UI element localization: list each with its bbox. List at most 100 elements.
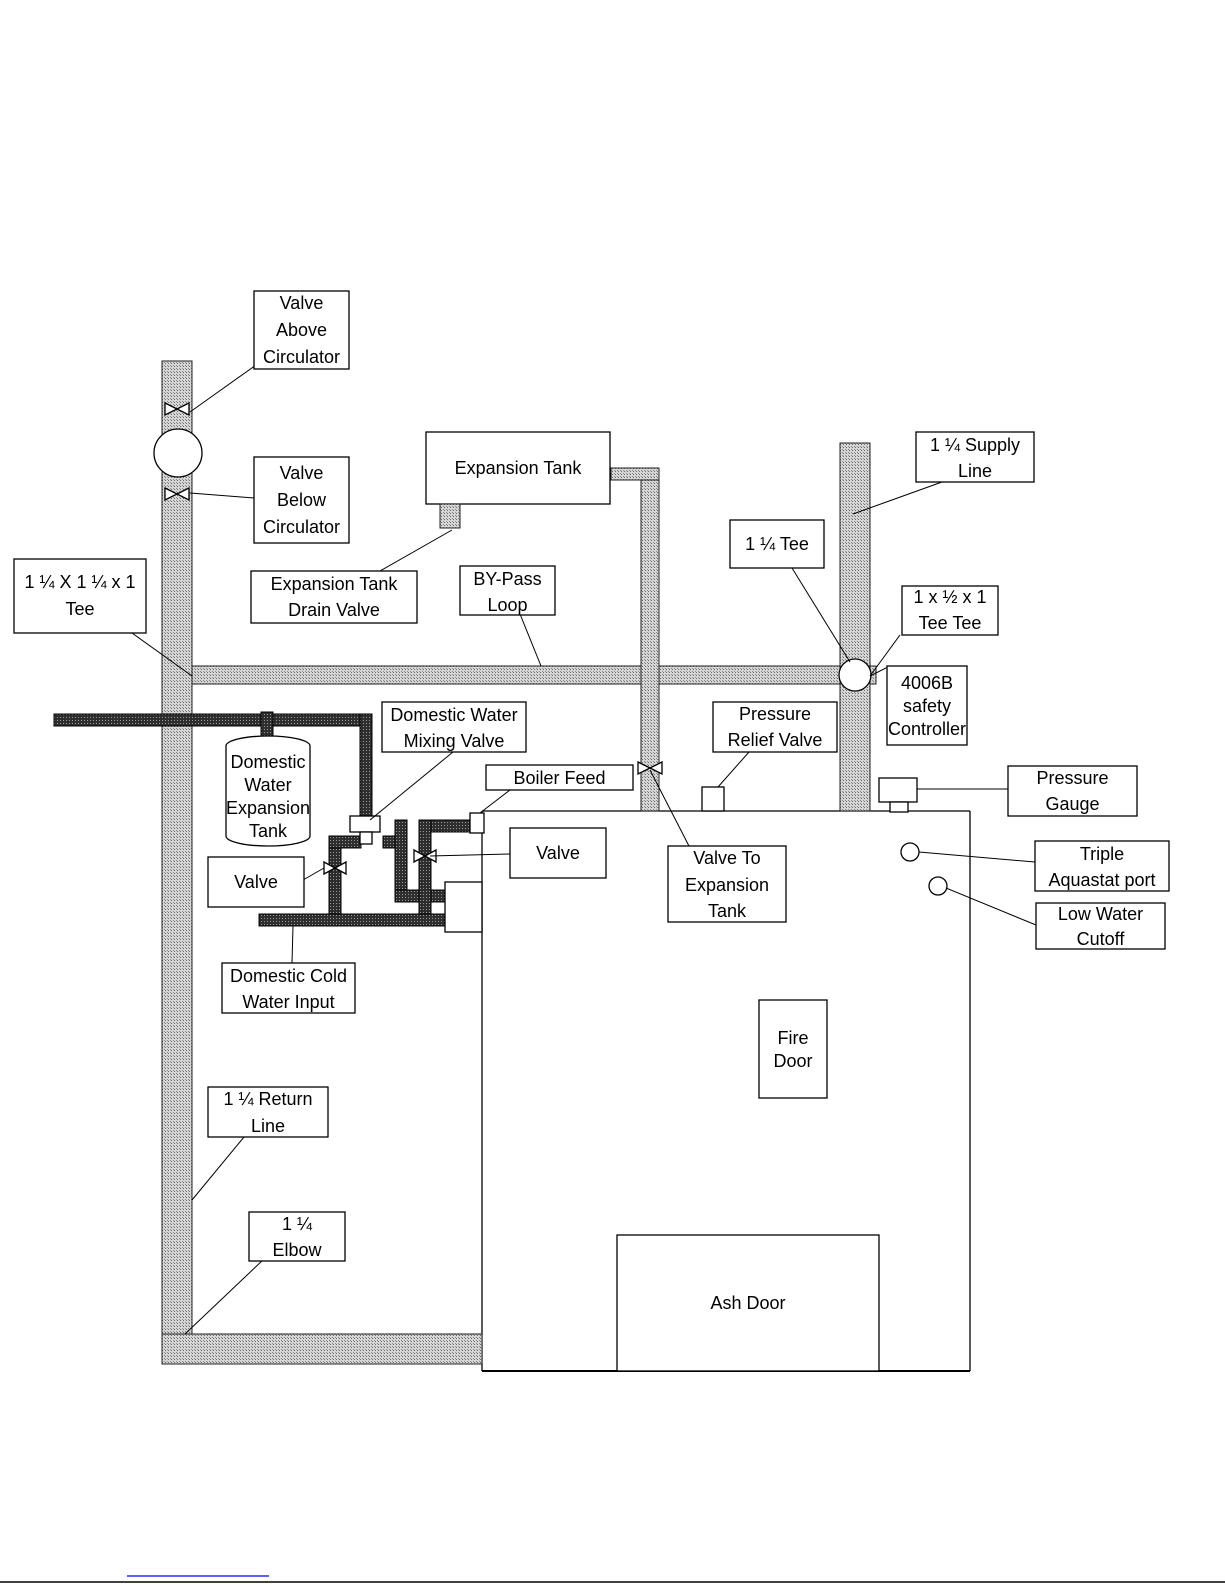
svg-text:Line: Line (251, 1116, 285, 1136)
label-expansion-tank: Expansion Tank (455, 458, 583, 478)
svg-text:Tee Tee: Tee Tee (919, 613, 982, 633)
label-valve-left: Valve (207, 856, 305, 908)
valve-above-circulator-icon (164, 401, 190, 417)
pressure-gauge-icon (878, 777, 918, 803)
svg-text:Door: Door (773, 1051, 812, 1071)
domestic-drop-pipe (359, 713, 373, 819)
svg-text:Tee: Tee (65, 599, 94, 619)
svg-text:Boiler Feed: Boiler Feed (513, 768, 605, 788)
label-boiler-feed: Boiler Feed (485, 764, 634, 791)
label-expansion-tank-drain-valve: Expansion Tank Drain Valve (250, 570, 418, 624)
label-low-water-cutoff: Low Water Cutoff (1035, 902, 1166, 950)
svg-text:Water Input: Water Input (242, 992, 334, 1012)
svg-text:safety: safety (903, 696, 951, 716)
svg-text:Cutoff: Cutoff (1077, 929, 1126, 949)
tee-1-1-4-icon (838, 658, 872, 692)
pressure-relief-valve-icon (701, 786, 725, 812)
svg-text:Line: Line (958, 461, 992, 481)
svg-text:1 ¼ Supply: 1 ¼ Supply (930, 435, 1020, 455)
leader-lines (131, 364, 1037, 1335)
fire-door (758, 999, 828, 1099)
cold-water-input-pipe (258, 913, 448, 927)
mixing-valve-stem (359, 831, 373, 845)
svg-text:Expansion: Expansion (685, 875, 769, 895)
svg-text:Aquastat port: Aquastat port (1048, 870, 1155, 890)
svg-text:Circulator: Circulator (263, 347, 340, 367)
ash-door (616, 1234, 880, 1372)
label-valve-right: Valve (509, 827, 607, 879)
return-riser-pipe (161, 360, 193, 1365)
label-return-line: 1 ¼ Return Line (207, 1086, 329, 1138)
svg-text:BY-Pass: BY-Pass (473, 569, 541, 589)
svg-text:Water: Water (244, 775, 291, 795)
svg-text:Drain Valve: Drain Valve (288, 600, 380, 620)
svg-text:Expansion: Expansion (226, 798, 310, 818)
svg-text:Valve: Valve (280, 293, 324, 313)
svg-text:Domestic: Domestic (230, 752, 305, 772)
svg-text:Valve: Valve (536, 843, 580, 863)
pressure-gauge-stem (889, 801, 909, 813)
label-tee-1-half-1: 1 x ½ x 1 Tee Tee (901, 585, 999, 636)
bypass-loop-pipe (191, 665, 877, 685)
expansion-tank-drain-valve-icon (439, 503, 461, 529)
expansion-tank-icon (425, 431, 611, 505)
boiler-feed-drop-pipe (418, 819, 432, 919)
svg-text:Mixing Valve: Mixing Valve (404, 731, 505, 751)
label-valve-to-expansion-tank: Valve To Expansion Tank (667, 845, 787, 923)
expansion-tank-pipe (640, 467, 660, 812)
svg-text:Elbow: Elbow (272, 1240, 322, 1260)
svg-text:Gauge: Gauge (1045, 794, 1099, 814)
svg-text:Triple: Triple (1080, 844, 1124, 864)
label-fire-door: Fire Door (773, 1028, 812, 1071)
label-ash-door: Ash Door (710, 1293, 785, 1313)
fittings (153, 401, 948, 933)
svg-text:Loop: Loop (487, 595, 527, 615)
bottom-return-pipe (161, 1333, 483, 1365)
svg-text:Below: Below (277, 490, 327, 510)
svg-text:Pressure: Pressure (1036, 768, 1108, 788)
svg-text:Valve To: Valve To (693, 848, 760, 868)
low-water-cutoff-icon (928, 876, 948, 896)
label-elbow: 1 ¼ Elbow (248, 1211, 346, 1262)
domestic-water-expansion-tank-icon (225, 735, 311, 847)
boiler-outlet-fitting (444, 881, 483, 933)
svg-text:Valve: Valve (234, 872, 278, 892)
expansion-tank-connector-pipe (610, 467, 660, 481)
main-piping (161, 360, 877, 1365)
svg-text:Valve: Valve (280, 463, 324, 483)
label-domestic-cold-water-input: Domestic Cold Water Input (221, 962, 356, 1014)
domestic-piping (53, 711, 472, 927)
triple-aquastat-port-icon (900, 842, 920, 862)
mixing-valve-icon (349, 815, 381, 833)
label-domestic-water-expansion-tank: Domestic Water Expansion Tank (226, 752, 310, 841)
svg-text:1 ¼ Return: 1 ¼ Return (223, 1089, 312, 1109)
svg-text:Pressure: Pressure (739, 704, 811, 724)
svg-text:1 x ½ x 1: 1 x ½ x 1 (913, 587, 986, 607)
svg-text:Above: Above (276, 320, 327, 340)
svg-text:1 ¼ Tee: 1 ¼ Tee (745, 534, 809, 554)
circulator-icon (153, 428, 203, 478)
label-domestic-water-mixing-valve: Domestic Water Mixing Valve (381, 701, 527, 753)
svg-text:Domestic Cold: Domestic Cold (230, 966, 347, 986)
svg-text:Circulator: Circulator (263, 517, 340, 537)
valve-to-expansion-tank-icon (637, 760, 663, 776)
label-supply-line: 1 ¼ Supply Line (915, 431, 1035, 483)
svg-text:Expansion Tank: Expansion Tank (271, 574, 399, 594)
mixing-valve-left-tee (328, 835, 362, 849)
svg-text:1 ¼: 1 ¼ (282, 1214, 313, 1234)
svg-text:1 ¼ X 1 ¼ x 1: 1 ¼ X 1 ¼ x 1 (24, 572, 135, 592)
svg-text:Controller: Controller (888, 719, 966, 739)
svg-text:Relief Valve: Relief Valve (728, 730, 823, 750)
label-pressure-relief-valve: Pressure Relief Valve (712, 701, 838, 753)
label-valve-below-circulator: Valve Below Circulator (253, 456, 350, 544)
svg-text:Tank: Tank (708, 901, 747, 921)
svg-text:4006B: 4006B (901, 673, 953, 693)
label-tee-1-1-4-x-1: 1 ¼ X 1 ¼ x 1 Tee (13, 558, 147, 634)
valve-below-circulator-icon (164, 486, 190, 502)
svg-text:Fire: Fire (778, 1028, 809, 1048)
svg-text:Tank: Tank (249, 821, 288, 841)
label-safety-controller: 4006B safety Controller (886, 665, 968, 746)
svg-text:Low Water: Low Water (1058, 904, 1143, 924)
boiler-feed-fitting (469, 812, 485, 834)
